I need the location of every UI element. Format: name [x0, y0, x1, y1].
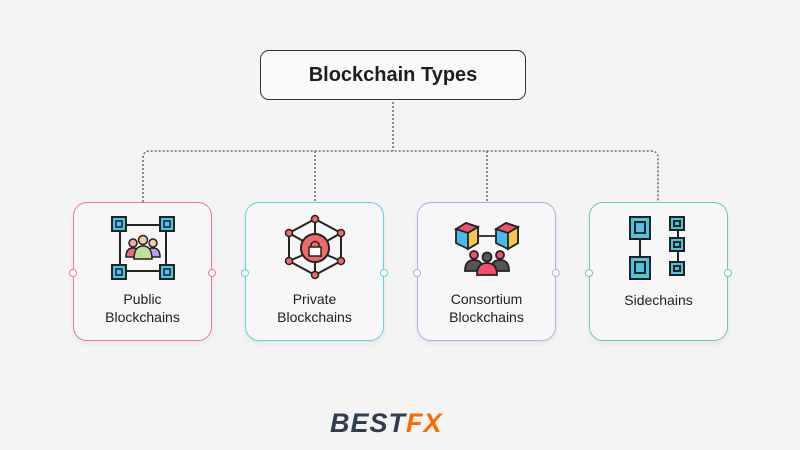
- connector-dot: [380, 269, 388, 277]
- card-sidechains: Sidechains: [585, 202, 732, 341]
- diagram-title: Blockchain Types: [260, 50, 526, 100]
- connector-dot: [413, 269, 421, 277]
- card-label: Sidechains: [624, 292, 693, 308]
- connector-dot: [552, 269, 560, 277]
- connector-dot: [69, 269, 77, 277]
- connector-dot: [208, 269, 216, 277]
- connector-dot: [585, 269, 593, 277]
- sidechains-icon: [629, 216, 685, 280]
- public-blockchain-icon: [111, 216, 175, 280]
- connector-dot: [241, 269, 249, 277]
- private-blockchain-lock-icon: [284, 214, 346, 280]
- bestfx-logo: BESTFX: [330, 408, 443, 438]
- connector-dot: [724, 269, 732, 277]
- consortium-blockchain-icon: [453, 222, 521, 276]
